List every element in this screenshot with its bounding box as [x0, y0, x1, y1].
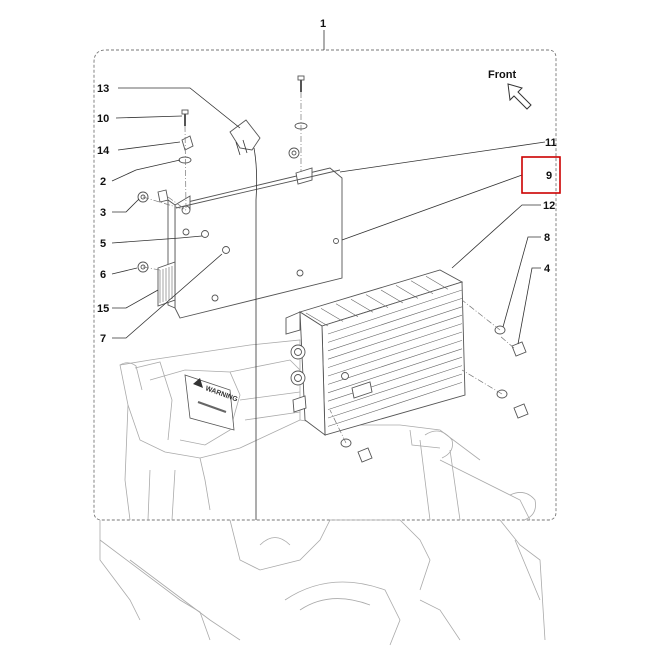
callout-3[interactable]: 3 — [100, 207, 106, 219]
nut-icon — [288, 147, 300, 159]
callout-7[interactable]: 7 — [100, 333, 106, 345]
callout-9-highlight-box — [521, 156, 561, 194]
callouts: 13 10 14 2 3 5 6 15 7 11 9 12 8 4 — [97, 83, 561, 345]
callout-9[interactable]: 9 — [546, 170, 552, 182]
screw-icon — [157, 189, 169, 203]
cooling-fins — [305, 275, 463, 427]
callout-6[interactable]: 6 — [100, 269, 106, 281]
callout-13[interactable]: 13 — [97, 83, 109, 95]
callout-12[interactable]: 12 — [543, 200, 555, 212]
screw-icon — [513, 403, 529, 419]
heat-sink — [157, 261, 176, 307]
front-arrow-icon — [507, 83, 532, 110]
screw-icon — [511, 341, 527, 357]
warning-plate: WARNING — [184, 374, 239, 431]
callout-15[interactable]: 15 — [97, 303, 109, 315]
washer-icon — [178, 156, 192, 164]
screw-icon — [297, 75, 305, 92]
callout-8[interactable]: 8 — [544, 232, 550, 244]
power-cord — [229, 119, 261, 520]
assembly-label: 1 — [320, 18, 326, 30]
screw-icon — [181, 109, 189, 126]
bracket-plate — [167, 167, 343, 319]
mower-chassis — [99, 339, 546, 646]
callout-5[interactable]: 5 — [100, 238, 106, 250]
callout-11[interactable]: 11 — [545, 137, 557, 149]
callout-14[interactable]: 14 — [97, 145, 110, 157]
controller-unit — [285, 269, 466, 436]
leader-lines — [111, 87, 546, 345]
front-indicator: Front — [488, 69, 532, 110]
callout-10[interactable]: 10 — [97, 113, 109, 125]
callout-2[interactable]: 2 — [100, 176, 106, 188]
alignment-lines — [142, 92, 515, 444]
assembly-boundary — [93, 30, 557, 521]
sleeve-icon — [181, 135, 194, 151]
screw-icon — [357, 447, 373, 463]
callout-4[interactable]: 4 — [544, 263, 551, 275]
front-label: Front — [488, 69, 516, 81]
